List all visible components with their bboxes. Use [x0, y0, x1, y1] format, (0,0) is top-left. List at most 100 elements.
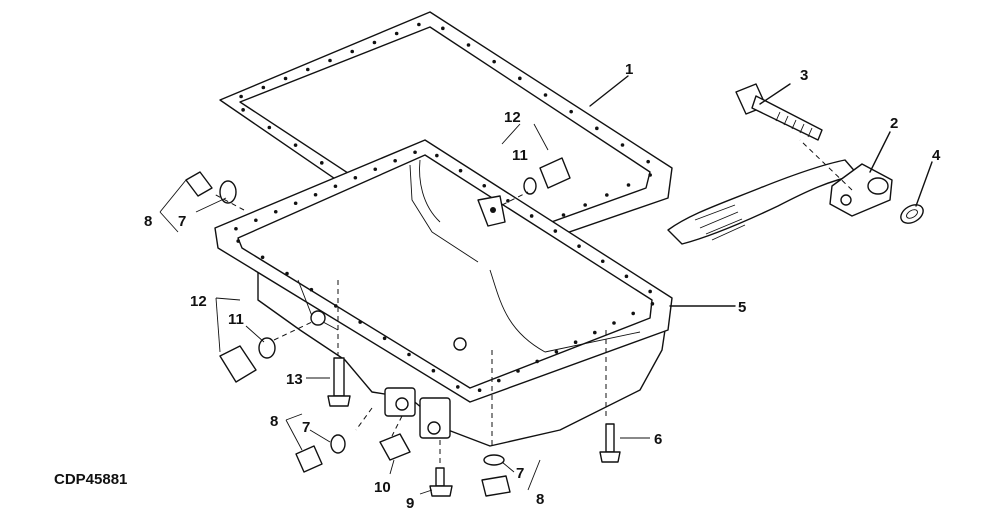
- bolt-hole: [254, 218, 258, 223]
- bolt-hole: [305, 67, 310, 72]
- bolt-hole: [482, 183, 487, 188]
- bolt-hole: [466, 43, 471, 47]
- leader-lines: [159, 75, 933, 495]
- bolt-hole: [273, 209, 278, 214]
- callout-3: 3: [800, 67, 808, 84]
- bolt-hole: [477, 388, 482, 393]
- callout-9: 9: [406, 495, 414, 512]
- bolt-hole: [261, 85, 266, 90]
- bolt-hole: [612, 321, 616, 325]
- bolt-hole: [373, 167, 378, 172]
- bolt-hole: [350, 49, 355, 54]
- bolt-hole: [309, 287, 314, 292]
- bolt-hole: [267, 125, 272, 130]
- bolt-hole: [234, 226, 238, 231]
- bolt-hole: [593, 330, 597, 335]
- bolt-hole: [650, 302, 655, 306]
- bolt-hole: [456, 385, 460, 389]
- bolt-hole: [435, 153, 439, 158]
- bolt-hole: [631, 311, 635, 316]
- bolt-hole: [431, 368, 436, 373]
- bolt-hole: [626, 183, 631, 187]
- bolt-hole: [506, 199, 510, 203]
- bolt-hole: [554, 350, 559, 354]
- bolt-hole: [518, 76, 522, 81]
- bolt-part-6: [599, 423, 621, 463]
- callout-8c: 8: [536, 491, 544, 508]
- plug-part-10: [379, 433, 411, 461]
- bolt-hole: [620, 143, 625, 147]
- bolt-hole: [497, 378, 501, 383]
- bolt-hole: [417, 22, 421, 27]
- bolt-hole: [648, 173, 652, 177]
- callout-1: 1: [625, 61, 633, 78]
- bolt-hole: [605, 193, 609, 197]
- bolt-hole: [333, 184, 338, 189]
- bolt-hole: [382, 336, 387, 341]
- bolt-hole: [319, 161, 324, 165]
- bolt-hole: [334, 304, 338, 308]
- bolt-hole: [535, 359, 539, 364]
- callout-13: 13: [286, 371, 303, 388]
- callout-11a: 11: [512, 147, 528, 164]
- bolt-hole: [394, 31, 399, 36]
- bolt-hole: [529, 214, 534, 218]
- bolt-hole: [646, 159, 650, 164]
- callout-8a: 8: [144, 213, 152, 230]
- bolt-hole: [283, 76, 288, 81]
- callout-6: 6: [654, 431, 662, 448]
- bolt-hole: [577, 244, 581, 248]
- bolt-hole: [600, 259, 605, 264]
- o-ring: [900, 204, 924, 224]
- bolt-hole: [393, 158, 397, 163]
- bolt-hole: [293, 201, 298, 206]
- bolt-hole: [407, 352, 411, 357]
- bolt-hole: [358, 320, 363, 324]
- bolt-hole: [595, 126, 599, 131]
- callout-11b: 11: [228, 311, 244, 328]
- bolt-hole: [328, 58, 332, 63]
- bolt-hole: [441, 26, 445, 31]
- bolt-hole: [492, 59, 496, 64]
- bolt-hole: [553, 229, 558, 233]
- bolt-hole: [353, 175, 358, 180]
- bolt-hole: [573, 340, 578, 345]
- bolt-hole: [561, 213, 566, 217]
- callout-4: 4: [932, 147, 941, 164]
- callout-10: 10: [374, 479, 391, 496]
- callout-labels: 1 2 3 4 5 6 7 7 7 8 8 8 9 10 11 11 12 12…: [144, 61, 941, 512]
- bolt-hole: [293, 143, 298, 147]
- bolt-hole: [313, 192, 318, 197]
- drain-plug-upper-left: [185, 171, 237, 204]
- bolt-hole: [458, 168, 463, 173]
- drain-plug-lower-left: [295, 434, 346, 473]
- bolt-hole: [285, 271, 289, 276]
- callout-7b: 7: [302, 419, 310, 436]
- bolt-hole: [413, 150, 417, 155]
- callout-12a: 12: [504, 109, 521, 126]
- bolt-part-13: [327, 357, 351, 407]
- bolt-hole: [241, 108, 245, 112]
- bolt-hole: [624, 274, 629, 279]
- bolt-hole: [648, 289, 652, 294]
- callout-8b: 8: [270, 413, 278, 430]
- callout-7a: 7: [178, 213, 186, 230]
- bolt-hole: [239, 94, 243, 99]
- bolt-hole: [236, 239, 240, 243]
- oil-pan: [214, 139, 673, 447]
- callout-12b: 12: [190, 293, 207, 310]
- sensor-plug-top: [523, 157, 571, 195]
- bolt-part-9: [429, 467, 453, 497]
- bolt-hole: [543, 93, 548, 97]
- bolt-hole: [569, 109, 573, 114]
- bolt-hole: [583, 203, 587, 207]
- drain-plug-bottom: [481, 454, 511, 497]
- oil-pickup-tube: [667, 159, 893, 245]
- callout-2: 2: [890, 115, 898, 132]
- bolt-hole: [516, 369, 520, 373]
- sensor-plug-left: [219, 337, 276, 383]
- reference-code: CDP45881: [54, 471, 127, 488]
- bolt-hole: [260, 255, 265, 260]
- bolt-hole: [372, 40, 377, 45]
- callout-7c: 7: [516, 465, 524, 482]
